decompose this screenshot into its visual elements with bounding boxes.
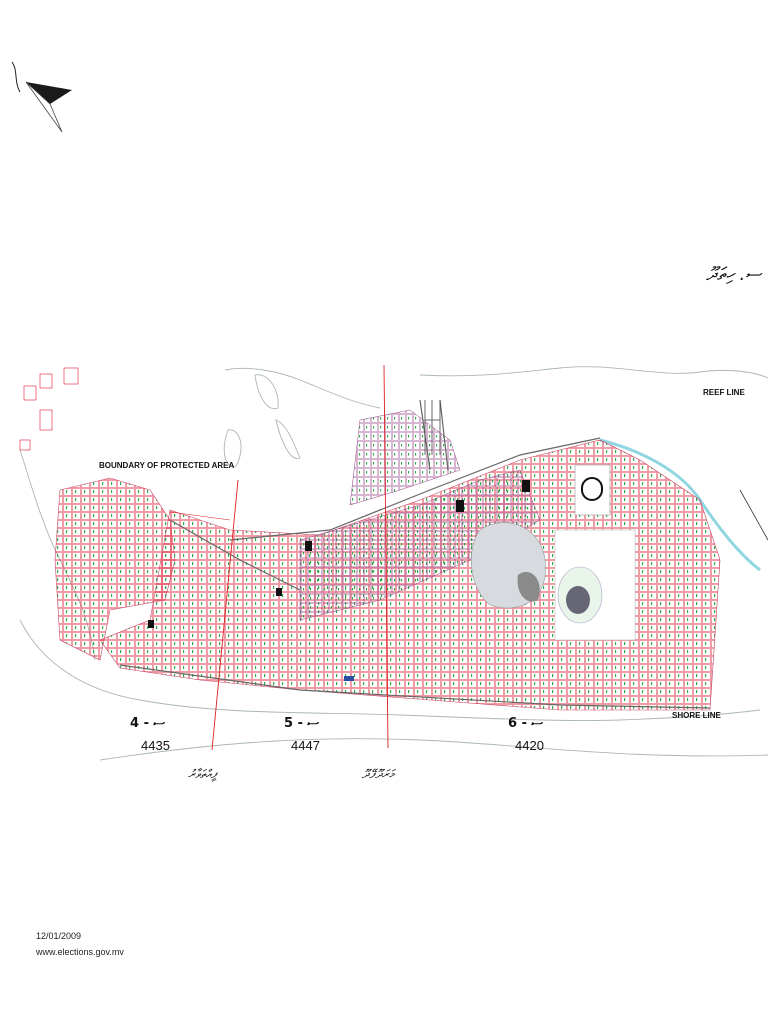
- buildings: [148, 480, 530, 681]
- plot-grid: [54, 409, 721, 711]
- open-areas: [470, 464, 636, 641]
- shore-line-label: SHORE LINE: [672, 711, 722, 720]
- footer-date: 12/01/2009: [36, 931, 82, 941]
- ward-name-2: މަރަދޫފޭދޫ: [361, 767, 396, 781]
- island-title: ސ. ހިތަދޫ: [705, 264, 763, 285]
- district-code-4: ސ - 4: [130, 716, 165, 731]
- jetty: [424, 400, 441, 455]
- district-count-6: 4420: [515, 738, 544, 753]
- annex-plots: [19, 367, 79, 451]
- reef-line-label: REEF LINE: [703, 388, 745, 397]
- footer-url: www.elections.gov.mv: [36, 947, 124, 957]
- ward-name-1: ފީއްތަވާރު: [188, 767, 218, 782]
- roads: [119, 399, 711, 709]
- district-count-5: 4447: [291, 738, 320, 753]
- boundary-label: BOUNDARY OF PROTECTED AREA: [99, 461, 234, 470]
- ward-dividers: [169, 364, 389, 751]
- district-count-4: 4435: [141, 738, 170, 753]
- district-code-6: ސ - 6: [508, 716, 543, 731]
- district-code-5: ސ - 5: [284, 716, 319, 731]
- north-arrow-icon: [11, 61, 72, 133]
